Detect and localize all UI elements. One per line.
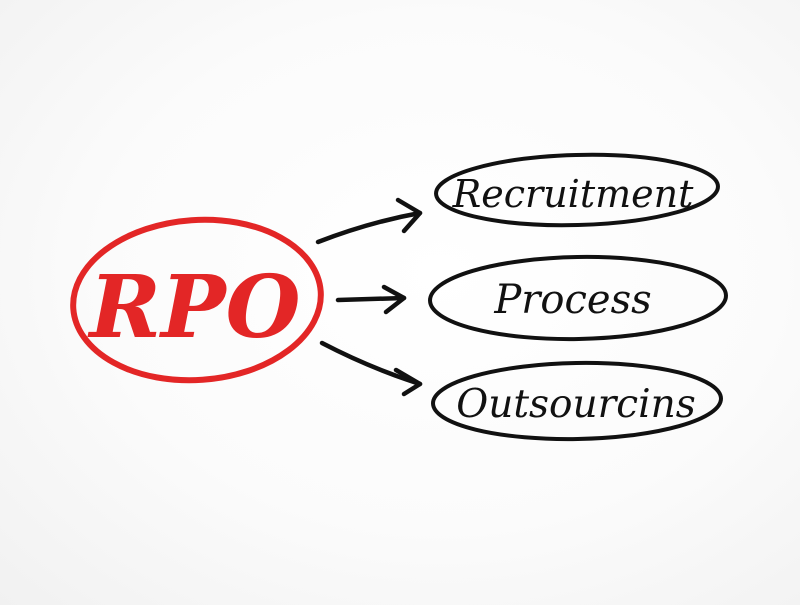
branch-node-outsourcing: Outsourcins — [431, 360, 723, 442]
center-label: RPO — [86, 257, 300, 358]
center-node: RPO — [70, 216, 324, 384]
branch-node-recruitment: Recruitment — [434, 152, 720, 228]
branch-ellipse — [434, 152, 720, 228]
branch-label-process: Process — [493, 277, 651, 323]
connector-arrows — [315, 197, 423, 397]
branch-label-recruitment: Recruitment — [452, 172, 694, 216]
branch-node-process: Process — [428, 254, 728, 342]
branch-label-outsourcing: Outsourcins — [456, 382, 695, 427]
branch-ellipse — [428, 254, 728, 342]
arrow-to-process — [335, 284, 407, 315]
arrow-to-recruitment — [315, 197, 423, 245]
branch-ellipse — [431, 360, 723, 442]
center-ellipse — [70, 216, 324, 384]
arrow-to-outsourcing — [319, 340, 423, 397]
